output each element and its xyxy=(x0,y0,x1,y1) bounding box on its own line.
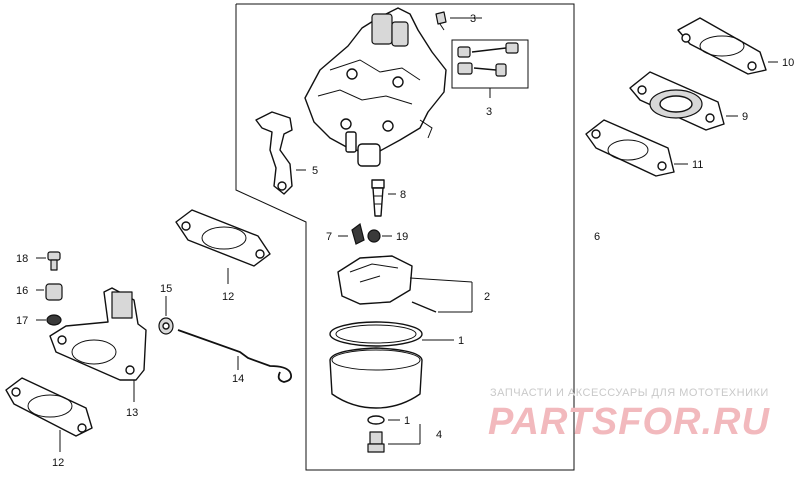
callout-3-screws: 3 xyxy=(486,106,492,118)
callout-14: 14 xyxy=(232,373,244,385)
callout-6: 6 xyxy=(594,231,600,243)
callout-1-washer: 1 xyxy=(404,415,410,427)
small-hardware-left xyxy=(36,251,174,335)
callout-12-lower: 12 xyxy=(52,457,64,469)
screw-set xyxy=(435,11,529,98)
carburetor-body xyxy=(304,7,447,167)
air-cleaner-bracket xyxy=(49,287,147,402)
watermark-tagline: ЗАПЧАСТИ И АКСЕССУАРЫ ДЛЯ МОТОТЕХНИКИ xyxy=(490,387,769,399)
gasket-11 xyxy=(585,119,688,177)
callout-7: 7 xyxy=(326,231,332,243)
callout-11: 11 xyxy=(692,159,703,171)
drain-bolt xyxy=(367,415,421,453)
callout-10: 10 xyxy=(782,57,794,69)
callout-17: 17 xyxy=(16,315,28,327)
gasket-12-upper xyxy=(175,209,271,284)
main-jet-group xyxy=(338,179,396,245)
callout-16: 16 xyxy=(16,285,28,297)
callout-15: 15 xyxy=(160,283,172,295)
float xyxy=(337,255,473,313)
insulator-9 xyxy=(629,71,738,131)
assembly-boundary xyxy=(235,3,575,471)
callout-18: 18 xyxy=(16,253,28,265)
callout-3-top: 3 xyxy=(470,13,476,25)
callout-4: 4 xyxy=(436,429,442,441)
callout-9: 9 xyxy=(742,111,748,123)
gasket-12-lower xyxy=(5,377,93,452)
callout-2: 2 xyxy=(484,291,490,303)
callout-8: 8 xyxy=(400,189,406,201)
watermark-logo: PARTSFOR.RU xyxy=(488,401,770,443)
callout-13: 13 xyxy=(126,407,138,419)
callout-1-gasket: 1 xyxy=(458,335,464,347)
callout-19: 19 xyxy=(396,231,408,243)
callout-12-upper: 12 xyxy=(222,291,234,303)
gasket-10 xyxy=(677,17,778,75)
choke-lever xyxy=(255,111,306,195)
throttle-rod xyxy=(177,329,293,383)
callout-5: 5 xyxy=(312,165,318,177)
float-bowl xyxy=(329,321,454,409)
